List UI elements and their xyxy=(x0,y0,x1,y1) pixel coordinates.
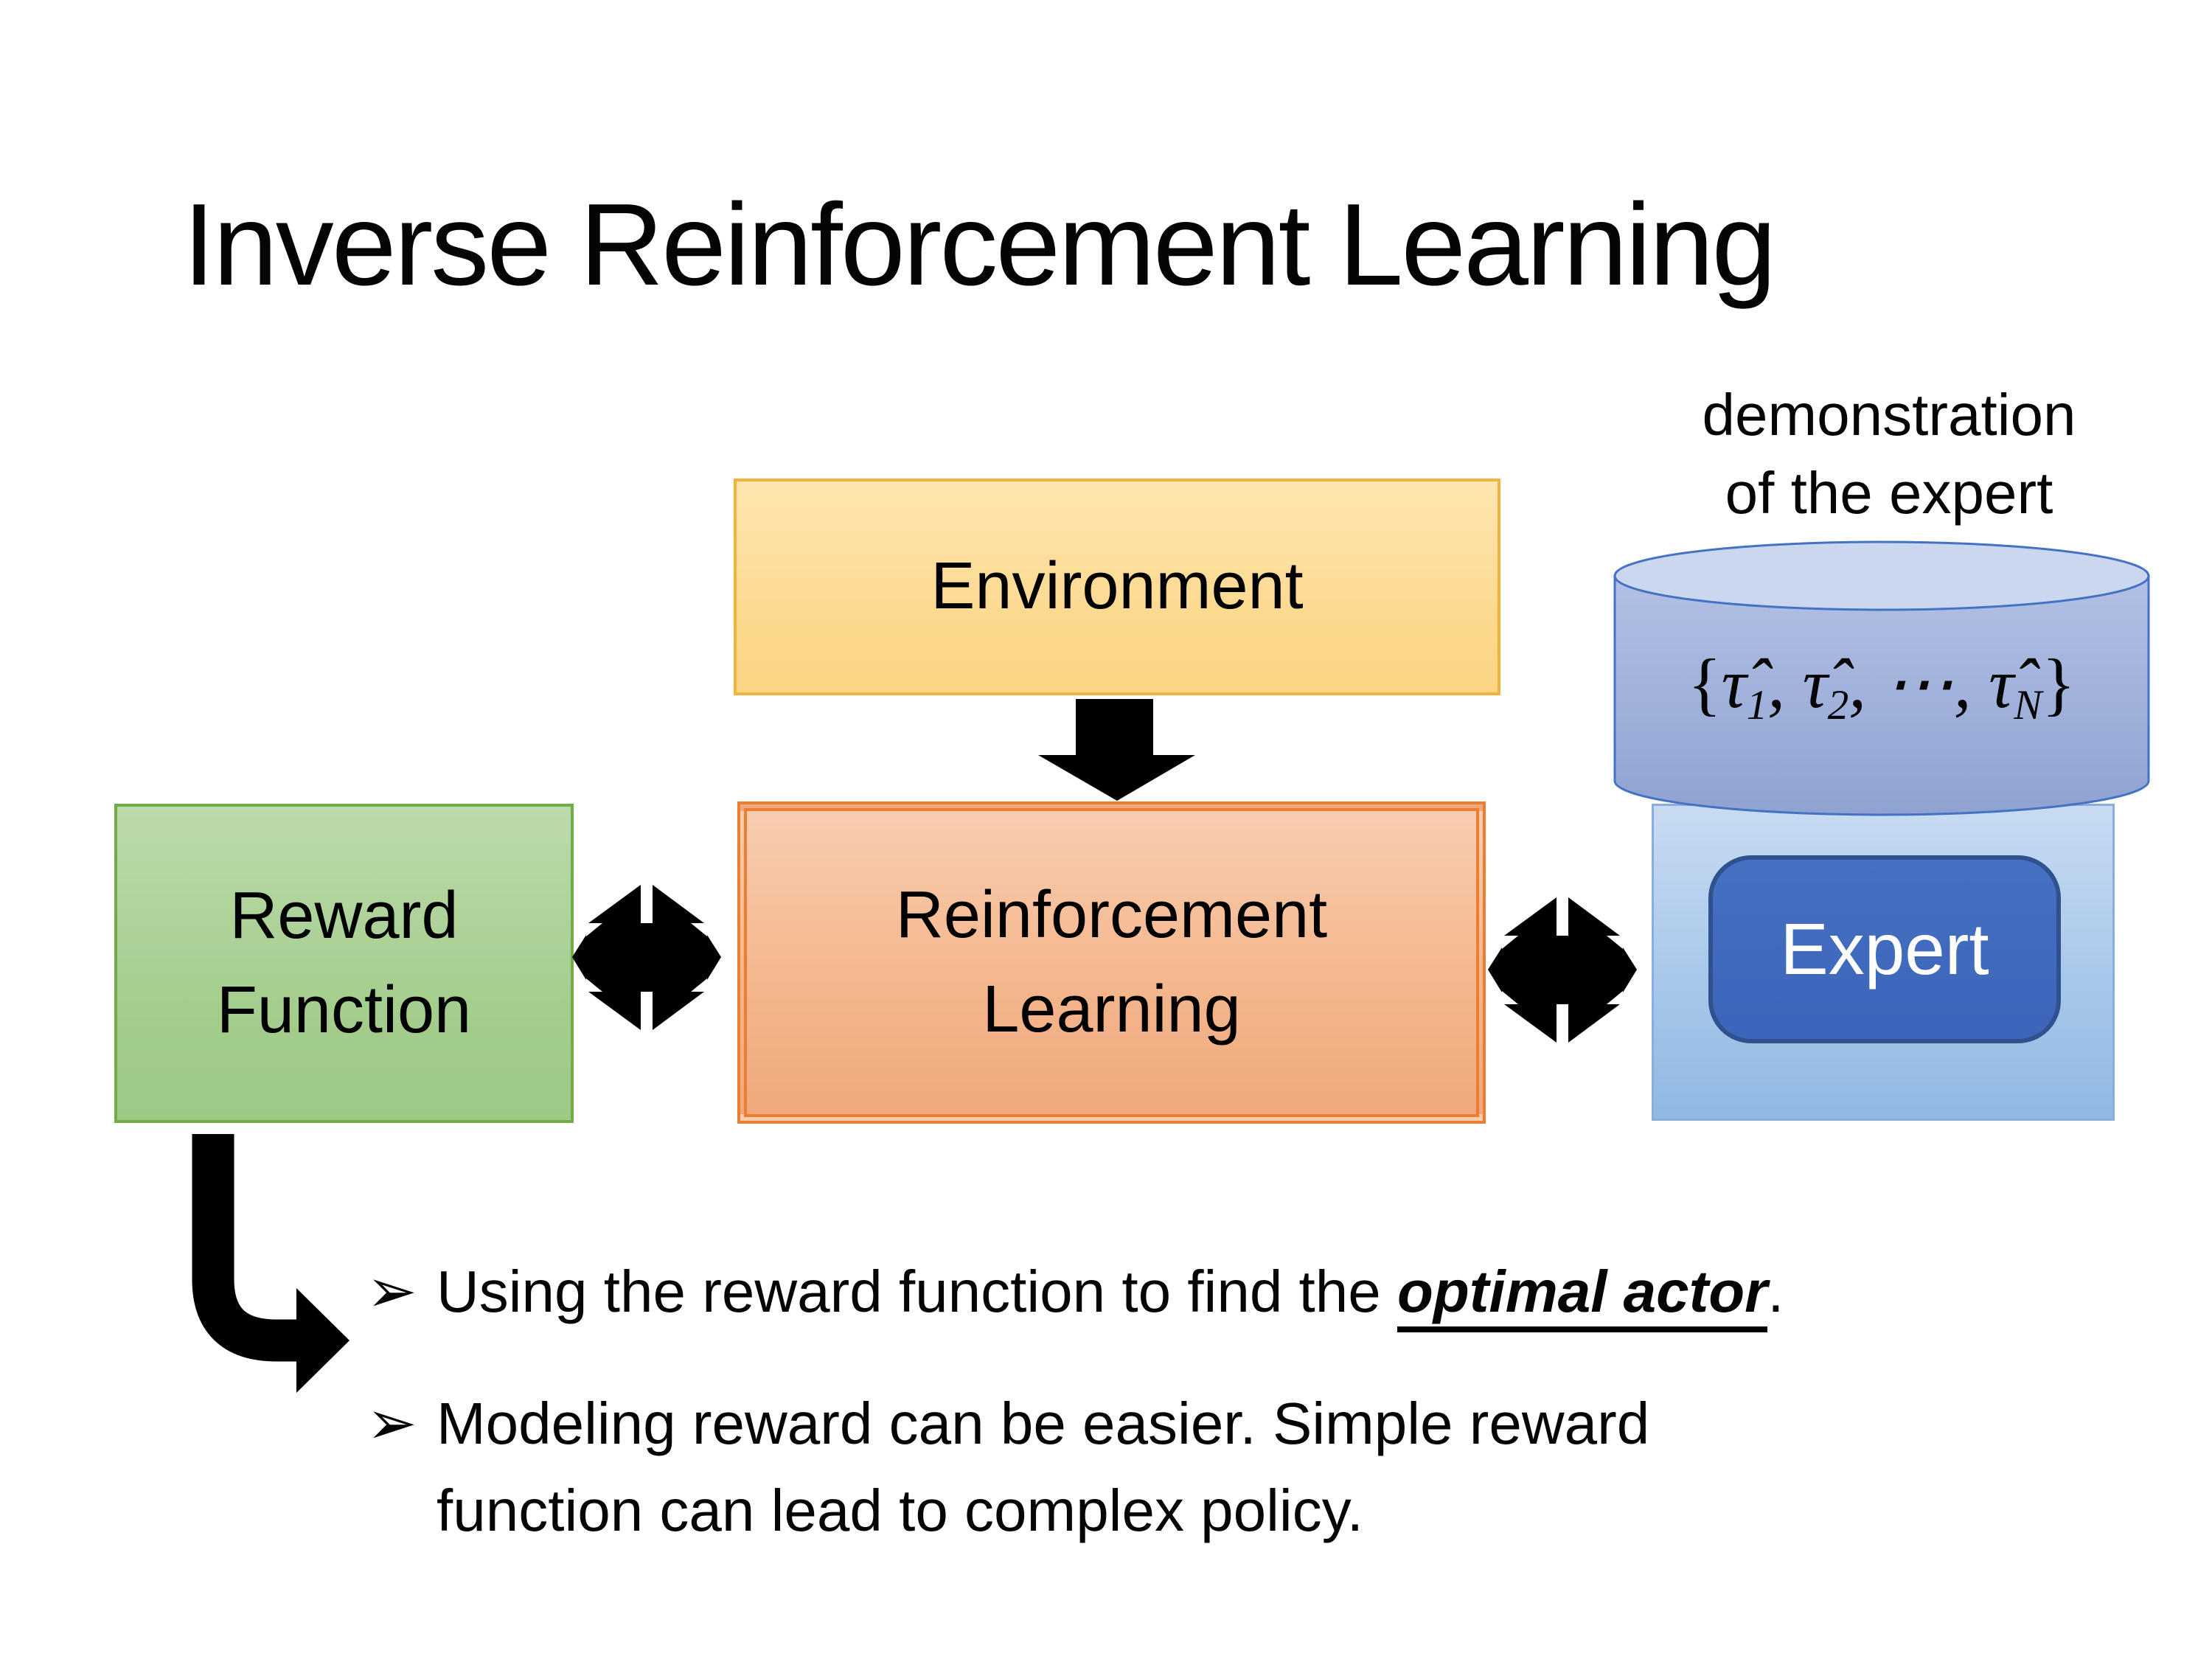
environment-label: Environment xyxy=(931,549,1304,624)
expert-box: Expert xyxy=(1708,855,2061,1043)
demonstration-caption-line2: of the expert xyxy=(1725,459,2053,526)
bullet-item-optimal-actor: ➢ Using the reward function to find the … xyxy=(366,1248,1784,1335)
reward-function-box: Reward Function xyxy=(114,804,574,1123)
reinforcement-learning-label-line1: Reinforcement xyxy=(895,877,1328,952)
bullet1-prefix: Using the reward function to find the xyxy=(437,1259,1397,1324)
bullet-arrow-icon: ➢ xyxy=(366,1256,417,1326)
bullet2-line2: function can lead to complex policy. xyxy=(437,1478,1363,1543)
slide-title: Inverse Reinforcement Learning xyxy=(183,180,1776,310)
expert-label: Expert xyxy=(1780,908,1989,990)
bent-arrow-icon xyxy=(192,1134,349,1393)
environment-box: Environment xyxy=(734,479,1500,695)
reinforcement-learning-box: Reinforcement Learning xyxy=(737,801,1486,1124)
bullet-item-text: Modeling reward can be easier. Simple re… xyxy=(437,1380,1649,1554)
bullet-item-modeling-reward: ➢ Modeling reward can be easier. Simple … xyxy=(366,1380,1649,1554)
exchange-arrows-icon xyxy=(1488,897,1637,1043)
expert-trajectories-formula: {τ̂1, τ̂2, ⋯, τ̂N} xyxy=(1688,644,2076,728)
exchange-arrows-icon xyxy=(572,885,721,1030)
down-arrow-icon xyxy=(1038,699,1195,801)
bullet-arrow-icon: ➢ xyxy=(366,1388,417,1458)
reinforcement-learning-label-line2: Learning xyxy=(982,972,1241,1046)
reward-function-label-line2: Function xyxy=(216,973,472,1047)
bullet-item-text: Using the reward function to find the op… xyxy=(437,1248,1784,1335)
demonstration-caption: demonstration of the expert xyxy=(1615,376,2163,532)
reward-function-label-line1: Reward xyxy=(229,878,459,953)
reinforcement-learning-label: Reinforcement Learning xyxy=(747,811,1476,1114)
bullet1-suffix: . xyxy=(1767,1259,1784,1324)
demonstration-caption-line1: demonstration xyxy=(1702,382,2076,448)
reward-function-label: Reward Function xyxy=(117,807,571,1120)
database-cylinder-icon xyxy=(1613,540,2150,816)
bullet2-line1: Modeling reward can be easier. Simple re… xyxy=(437,1391,1650,1456)
bullet1-emphasis: optimal actor xyxy=(1397,1259,1768,1332)
